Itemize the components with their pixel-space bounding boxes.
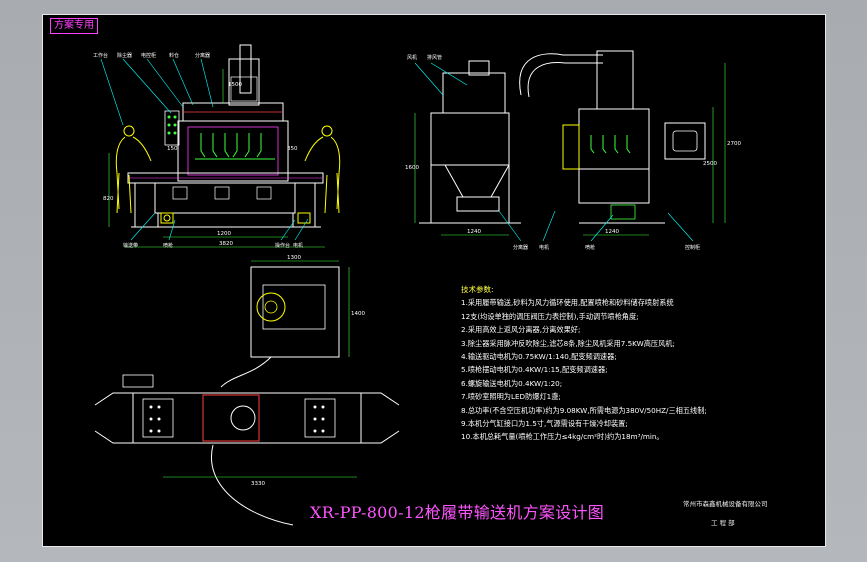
notes-heading: 技术参数: (461, 285, 494, 294)
dim-text: 1240 (467, 229, 481, 235)
dim-text: 350 (287, 146, 298, 152)
note-line: 3.除尘器采用脉冲反吹除尘,滤芯8条,除尘风机采用7.5KW高压风机; (461, 338, 675, 348)
note-line: 12支(均设单独的调压阀压力表控制),手动调节喷枪角度; (461, 311, 639, 321)
part-label: 分离器 (195, 52, 210, 59)
dim-text: 3330 (251, 481, 265, 487)
dim-text: 1300 (287, 255, 301, 261)
dim-text: 2700 (727, 141, 741, 147)
dim-text: 1200 (217, 231, 231, 237)
note-line: 8.总功率(不含空压机功率)约为9.08KW,所需电源为380V/50HZ/三相… (461, 405, 707, 415)
note-line: 4.输送驱动电机为0.75KW/1:140,配变频调速器; (461, 352, 617, 362)
dim-text: 1500 (228, 82, 242, 88)
part-label: 料仓 (169, 52, 179, 59)
dim-text: 1240 (605, 229, 619, 235)
side-view (414, 50, 726, 242)
note-line: 5.喷枪摆动电机为0.4KW/1:15,配变频调速器; (461, 365, 608, 375)
dim-text: 1600 (405, 165, 419, 171)
stamp-label: 方案专用 (50, 18, 98, 34)
drawing-title: XR-PP-800-12枪履带输送机方案设计图 (310, 503, 605, 522)
part-label: 分离器 (513, 244, 528, 251)
top-view (94, 260, 400, 526)
part-label: 电控柜 (141, 52, 156, 59)
note-line: 6.螺旋输送电机为0.4KW/1:20; (461, 378, 563, 388)
front-view (100, 44, 341, 248)
dim-text: 2500 (703, 161, 717, 167)
part-label: 除尘器 (117, 52, 132, 59)
part-label: 输送带 (123, 242, 138, 249)
drawing-sheet: 1500 150 350 820 1200 3820 1600 1240 124… (42, 14, 826, 547)
part-label: 工作台 (93, 52, 108, 59)
note-line: 7.喷砂室照明为LED防爆灯1盏; (461, 392, 561, 402)
part-label: 控制柜 (685, 244, 700, 251)
part-label: 风机 (407, 54, 417, 61)
company-name: 常州市森鑫机械设备有限公司 (683, 500, 768, 508)
technical-notes: 技术参数: 1.采用履带输送,砂料为风力循环使用,配置喷枪和砂料储存喷射系统 1… (461, 283, 801, 444)
part-label: 操作台 (275, 242, 290, 249)
dim-text: 150 (167, 146, 178, 152)
dim-text: 1400 (351, 311, 365, 317)
note-line: 10.本机总耗气量(喷枪工作压力≤4kg/cm²时)约为18m³/min。 (461, 432, 664, 442)
dim-text: 3820 (219, 241, 233, 247)
part-label: 喷枪 (163, 242, 173, 249)
cad-drawing: 1500 150 350 820 1200 3820 1600 1240 124… (93, 44, 741, 526)
part-label: 电机 (539, 244, 549, 251)
note-line: 2.采用高效上返风分离器,分离效果好; (461, 325, 581, 335)
dim-text: 820 (103, 196, 114, 202)
part-label: 排风管 (427, 54, 442, 61)
designer-name: 工 程 部 (711, 519, 735, 527)
note-line: 1.采用履带输送,砂料为风力循环使用,配置喷枪和砂料储存喷射系统 (461, 298, 674, 308)
part-label: 喷枪 (585, 244, 595, 251)
part-label: 电机 (293, 242, 303, 249)
note-line: 9.本机分气缸接口为1.5寸,气源需设有干燥冷却装置; (461, 419, 628, 429)
